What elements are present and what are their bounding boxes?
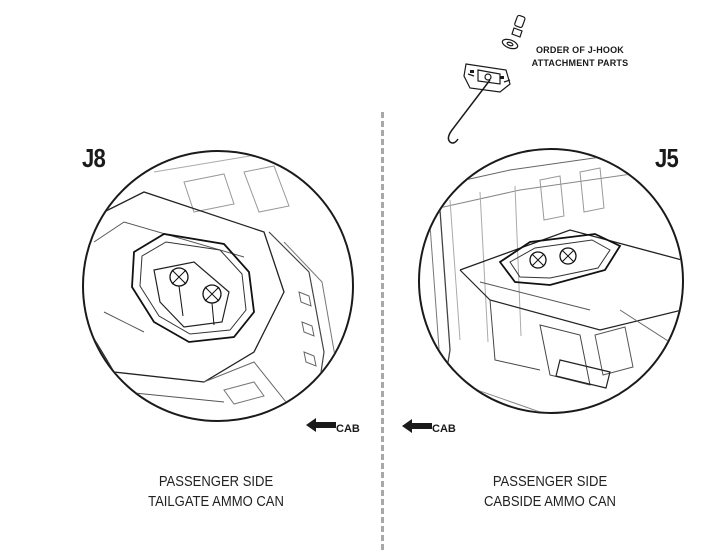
- j-hook-assembly-icon: [447, 14, 526, 144]
- caption-right: PASSENGER SIDE CABSIDE AMMO CAN: [469, 472, 631, 512]
- step-label-left: J8: [82, 143, 106, 173]
- caption-right-line2: CABSIDE AMMO CAN: [484, 494, 616, 510]
- panel-divider: [381, 112, 384, 550]
- tailgate-ammo-can-illustration: [84, 152, 352, 420]
- j-hook-note-line2: ATTACHMENT PARTS: [531, 58, 629, 68]
- cabside-ammo-can-illustration: [420, 150, 682, 412]
- caption-left: PASSENGER SIDE TAILGATE AMMO CAN: [135, 472, 297, 512]
- arrow-left-icon: [402, 419, 432, 433]
- caption-left-line1: PASSENGER SIDE: [158, 474, 274, 490]
- tailgate-ammo-can-detail-view: [82, 150, 354, 422]
- caption-left-line2: TAILGATE AMMO CAN: [148, 494, 284, 510]
- j-hook-note-line1: ORDER OF J-HOOK: [535, 45, 624, 55]
- cab-direction-label-right: CAB: [432, 423, 456, 435]
- step-label-right: J5: [655, 143, 679, 173]
- cab-direction-label-left: CAB: [336, 423, 360, 435]
- arrow-left-icon: [306, 418, 336, 432]
- cabside-ammo-can-detail-view: [418, 148, 684, 414]
- caption-right-line1: PASSENGER SIDE: [492, 474, 608, 490]
- j-hook-parts-note: ORDER OF J-HOOK ATTACHMENT PARTS: [528, 44, 632, 70]
